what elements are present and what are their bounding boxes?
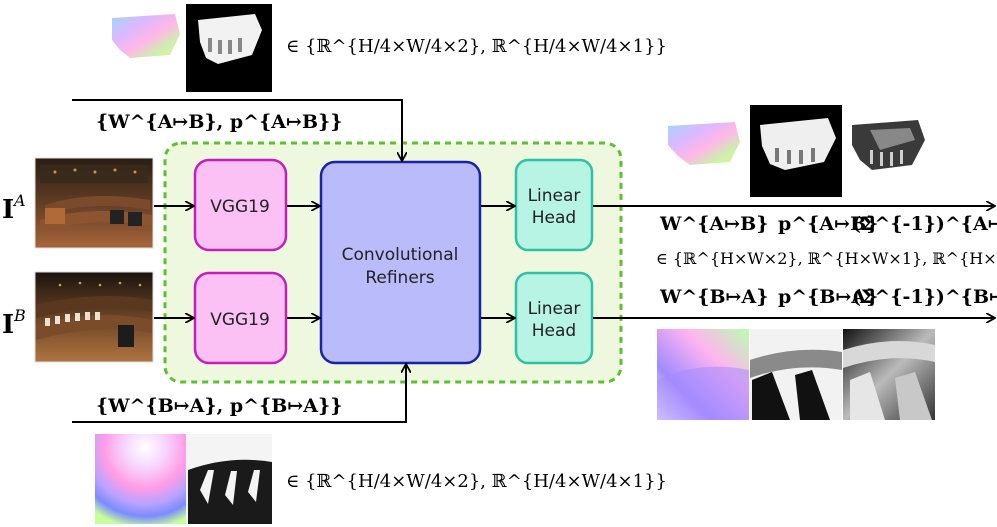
prior-ba-label: {W^{B↦A}, p^{B↦A}}	[96, 395, 342, 417]
svg-text:B: B	[13, 306, 26, 325]
output-warp-ba: W^{B↦A}	[659, 286, 768, 308]
svg-text:I: I	[2, 195, 14, 225]
linear-head-top-line2: Head	[532, 208, 576, 228]
flow-ab-coarse	[112, 14, 180, 58]
output-certainty-ba: p^{B↦A}	[778, 286, 878, 308]
linear-head-top	[514, 158, 594, 252]
output-certainty-ab: p^{A↦B}	[778, 213, 878, 235]
linear-head-top-line1: Linear	[528, 186, 581, 206]
photo-auditorium-a	[34, 157, 154, 249]
output-warp-ab: W^{A↦B}	[659, 213, 768, 235]
certainty-ab-coarse	[186, 4, 272, 92]
linear-head-bottom-line2: Head	[532, 321, 576, 341]
covariance-ba-output	[843, 329, 935, 420]
prior-ab-label: {W^{A↦B}, p^{A↦B}}	[96, 111, 342, 133]
output-precision-ba: (Σ^{-1})^{B↦A}	[852, 286, 997, 308]
input-label-b: I B	[2, 306, 26, 340]
svg-text:I: I	[2, 310, 14, 340]
prior-ab-set-label: ∈ {ℝ^{H/4×W/4×2}, ℝ^{H/4×W/4×1}}	[286, 36, 667, 57]
vgg19-label-bottom: VGG19	[210, 310, 270, 330]
output-precision-ab: (Σ^{-1})^{A↦B}	[852, 213, 997, 235]
certainty-ba-output	[750, 329, 842, 420]
photo-auditorium-b	[34, 271, 154, 363]
vgg19-block-bottom	[193, 271, 288, 365]
flow-ba-coarse	[95, 434, 186, 524]
certainty-ab-output	[750, 105, 842, 197]
prior-ba-set-label: ∈ {ℝ^{H/4×W/4×2}, ℝ^{H/4×W/4×1}}	[286, 471, 667, 492]
refiners-label-line2: Refiners	[365, 268, 434, 288]
flow-ab-output	[668, 122, 740, 165]
certainty-ba-coarse	[186, 434, 272, 524]
convolutional-refiners-block	[319, 160, 482, 365]
linear-head-bottom	[514, 271, 594, 365]
svg-text:A: A	[12, 191, 26, 210]
input-label-a: I A	[2, 191, 26, 225]
covariance-ab-output	[852, 120, 925, 170]
vgg19-block-top	[193, 158, 288, 252]
flow-ba-output	[657, 329, 749, 420]
linear-head-bottom-line1: Linear	[528, 299, 581, 319]
refiners-label-line1: Convolutional	[342, 245, 459, 265]
vgg19-label-top: VGG19	[210, 197, 270, 217]
arrows	[72, 99, 994, 423]
output-set-label: ∈ {ℝ^{H×W×2}, ℝ^{H×W×1}, ℝ^{H×W×2×2}}	[656, 249, 997, 268]
